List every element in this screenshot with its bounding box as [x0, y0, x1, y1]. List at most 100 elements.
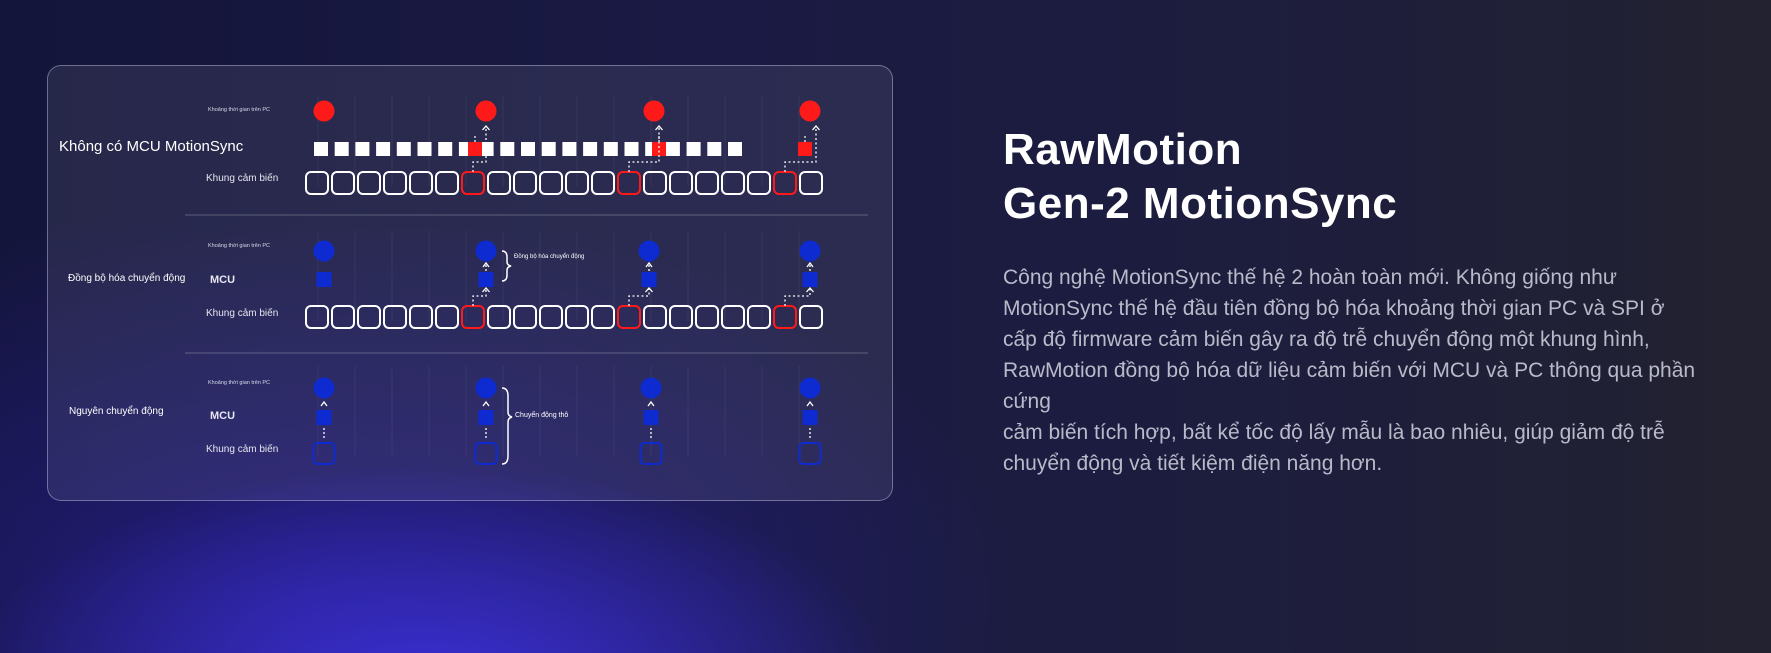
description: Công nghệ MotionSync thế hệ 2 hoàn toàn … — [1003, 262, 1733, 479]
sensor-frame — [461, 305, 485, 329]
mcu-label: MCU — [210, 410, 236, 422]
dotted-connector — [628, 288, 650, 306]
description-line: cấp độ firmware cảm biến gây ra độ trễ c… — [1003, 328, 1650, 351]
mcu-square — [478, 410, 494, 425]
mcu-square — [641, 272, 657, 287]
pc-interval-label: Khoảng thời gian trên PC — [208, 243, 271, 249]
arrow-head — [482, 287, 490, 293]
arrow-head — [645, 287, 653, 293]
mcu-square — [802, 272, 818, 287]
arrow-head — [482, 261, 490, 268]
sensor-frame — [617, 171, 641, 195]
sensor-frame — [721, 171, 745, 195]
sensor-frame — [643, 305, 667, 329]
sensor-frame — [798, 442, 822, 465]
description-line: cảm biến tích hợp, bất kể tốc độ lấy mẫu… — [1003, 421, 1665, 444]
sensor-frame — [639, 442, 663, 465]
spi-square — [438, 142, 453, 156]
sensor-frame — [357, 171, 381, 195]
sensor-frame — [312, 442, 336, 465]
diagram-panel: Không có MCU MotionSync Khoảng thời gian… — [47, 65, 893, 501]
arrow-head — [806, 400, 814, 407]
sensor-frame — [565, 171, 589, 195]
description-line: chuyển động và tiết kiệm điện năng hơn. — [1003, 452, 1383, 475]
pc-interval-dot — [475, 377, 497, 399]
sensor-frame — [539, 171, 563, 195]
sensor-frame — [383, 171, 407, 195]
arrow-head — [647, 400, 655, 407]
arrow-head — [812, 125, 820, 131]
sensor-frame — [513, 305, 537, 329]
spi-square — [665, 142, 680, 156]
pc-interval-dot — [475, 100, 497, 122]
sensor-frame — [799, 305, 823, 329]
sensor-frame — [591, 171, 615, 195]
spi-square-active — [468, 142, 482, 156]
sensor-frame — [695, 171, 719, 195]
motion-sync-annotation: Đồng bộ hóa chuyển động — [514, 254, 585, 260]
spi-square — [314, 142, 328, 156]
sensor-frame-label: Khung cảm biến — [206, 444, 279, 455]
sensor-frame — [643, 171, 667, 195]
sensor-frame — [773, 171, 797, 195]
mcu-square — [316, 410, 332, 425]
dotted-connector — [784, 288, 811, 306]
arrow-head — [806, 287, 814, 293]
sensor-frame-label: Khung cảm biến — [206, 173, 279, 184]
arrow-head — [482, 125, 490, 131]
arrow-head — [645, 261, 653, 268]
description-line: MotionSync thế hệ đầu tiên đồng bộ hóa k… — [1003, 297, 1665, 320]
spi-square — [624, 142, 639, 156]
mcu-square — [643, 410, 659, 425]
sensor-frame — [669, 171, 693, 195]
sensor-frame — [487, 305, 511, 329]
spi-square-active — [798, 142, 812, 156]
brace-icon — [501, 387, 513, 465]
sensor-frame — [773, 305, 797, 329]
sensor-frame — [565, 305, 589, 329]
sensor-frame — [591, 305, 615, 329]
pc-interval-dot — [643, 100, 665, 122]
mcu-square — [802, 410, 818, 425]
spi-square — [521, 142, 535, 156]
pc-interval-label: Khoảng thời gian trên PC — [208, 380, 271, 386]
sensor-frame — [747, 171, 771, 195]
section-label-motion-sync: Đồng bộ hóa chuyển động — [68, 273, 186, 284]
dotted-connector — [472, 288, 487, 306]
pc-interval-dot — [799, 240, 821, 262]
pc-interval-dot — [313, 377, 335, 399]
sensor-frame — [409, 171, 433, 195]
sensor-frame — [695, 305, 719, 329]
sensor-frame — [474, 442, 498, 465]
arrow-head — [320, 400, 328, 407]
spi-square — [562, 142, 577, 156]
sensor-frame — [799, 171, 823, 195]
spi-square — [583, 142, 598, 156]
spi-square — [376, 142, 391, 156]
pc-interval-dot — [475, 240, 497, 262]
arrow-head — [482, 400, 490, 407]
spi-square — [686, 142, 701, 156]
raw-motion-annotation: Chuyển động thô — [515, 412, 569, 419]
sensor-frame — [331, 171, 355, 195]
spi-square — [417, 142, 432, 156]
mcu-square — [478, 272, 494, 287]
sensor-frame — [305, 171, 329, 195]
sensor-frame — [357, 305, 381, 329]
title-line-2: Gen-2 MotionSync — [1003, 179, 1398, 228]
arrow-head — [806, 261, 814, 268]
dotted-connector — [628, 126, 660, 172]
sensor-frame — [617, 305, 641, 329]
spi-square — [396, 142, 411, 156]
arrow-head — [655, 125, 663, 131]
spi-square — [707, 142, 722, 156]
mcu-square — [316, 272, 332, 287]
spi-square — [500, 142, 515, 156]
pc-interval-dot — [313, 100, 335, 122]
pc-interval-dot — [640, 377, 662, 399]
title-line-1: RawMotion — [1003, 125, 1243, 174]
spi-square — [334, 142, 349, 156]
description-line: Công nghệ MotionSync thế hệ 2 hoàn toàn … — [1003, 266, 1617, 289]
description-line: RawMotion đồng bộ hóa dữ liệu cảm biến v… — [1003, 359, 1696, 413]
sensor-frame-label: Khung cảm biến — [206, 308, 279, 319]
